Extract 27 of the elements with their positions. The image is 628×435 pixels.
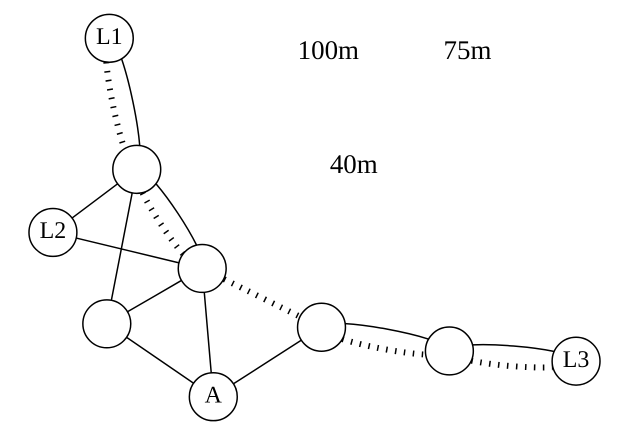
- connector: [232, 340, 302, 384]
- node-circle: [112, 144, 161, 194]
- label: 100m: [297, 35, 358, 66]
- connector: [76, 237, 178, 264]
- connector: [472, 344, 554, 352]
- connector: [344, 322, 428, 340]
- node-circle: [82, 299, 131, 348]
- label: 40m: [329, 148, 378, 179]
- connector: [222, 276, 301, 320]
- connector: [126, 336, 194, 384]
- connector: [139, 192, 185, 256]
- connector: [110, 193, 132, 300]
- connector: [470, 358, 552, 370]
- connector: [203, 292, 212, 373]
- connector: [155, 183, 197, 246]
- connector: [120, 58, 140, 146]
- node-circle: L3: [550, 336, 600, 386]
- node-circle: L2: [28, 208, 78, 258]
- node-circle: A: [188, 372, 238, 422]
- connector: [71, 183, 118, 218]
- node-circle: [177, 244, 226, 294]
- label: 75m: [443, 35, 491, 66]
- connector: [340, 336, 426, 358]
- node-circle: [296, 302, 346, 352]
- node-circle: [424, 326, 474, 376]
- connector: [127, 280, 181, 312]
- node-circle: L1: [84, 14, 134, 63]
